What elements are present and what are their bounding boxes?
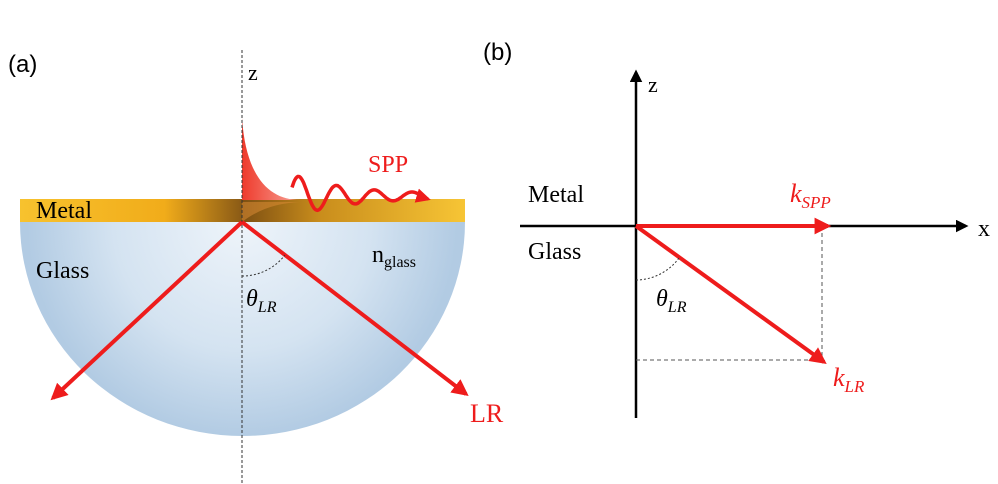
panel-b-label: (b)	[483, 39, 512, 66]
theta-lr-label-b: θLR	[656, 286, 687, 316]
z-axis-label-b: z	[648, 72, 658, 97]
metal-film-left	[20, 199, 242, 222]
k-lr-vector	[634, 224, 827, 364]
evanescent-field-lower	[242, 202, 300, 222]
lr-label: LR	[470, 399, 504, 428]
metal-film-right	[242, 199, 465, 222]
z-axis-label-a: z	[248, 60, 258, 85]
panel-b: (b) z x Metal Glass kSPP kLR θLR	[483, 39, 990, 418]
metal-label-b: Metal	[528, 182, 584, 208]
angle-arc-b	[635, 257, 680, 281]
k-spp-label: kSPP	[790, 179, 831, 212]
glass-label-b: Glass	[528, 239, 581, 265]
lr-ray-right	[240, 220, 469, 397]
spp-wave-arrow	[290, 174, 431, 213]
metal-label-a: Metal	[36, 198, 92, 224]
x-axis-label-b: x	[978, 216, 990, 242]
panel-a-label: (a)	[8, 51, 37, 78]
spp-label: SPP	[368, 152, 408, 178]
theta-lr-label-a: θLR	[246, 286, 277, 316]
angle-arc-a	[241, 254, 286, 277]
glass-hemisphere	[20, 222, 465, 436]
n-glass-label: nglass	[372, 242, 416, 271]
lr-ray-left	[50, 220, 244, 401]
panel-a: (a) z SPP Metal Glass nglass θLR LR	[8, 50, 504, 484]
k-lr-label: kLR	[833, 363, 865, 396]
glass-label-a: Glass	[36, 258, 89, 284]
evanescent-field	[242, 118, 300, 200]
